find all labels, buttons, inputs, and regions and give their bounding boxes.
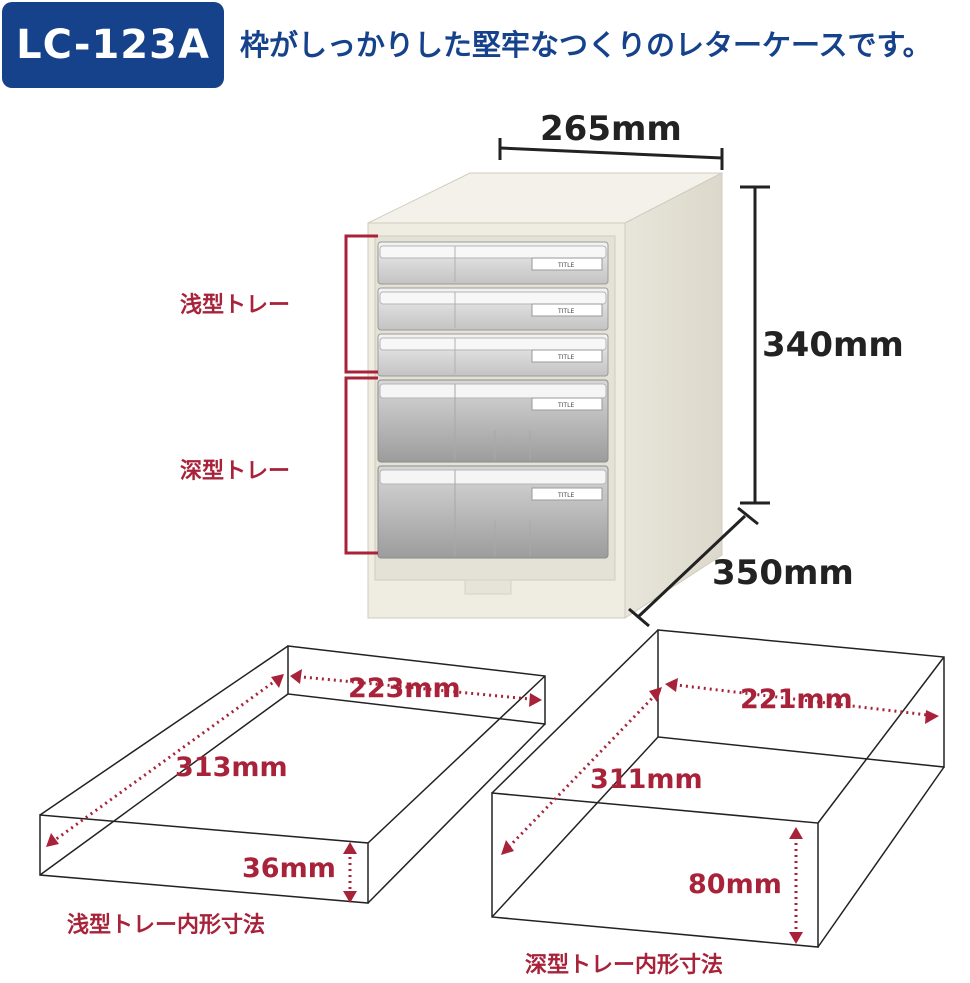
tray-tag: TITLE xyxy=(557,262,574,269)
shallow-width-label: 223mm xyxy=(348,673,461,704)
width-label: 265mm xyxy=(540,109,682,149)
deep-depth-label: 311mm xyxy=(590,764,703,795)
arrow-head xyxy=(529,693,542,707)
shallow-tray-3 xyxy=(377,333,609,377)
headline: 枠がしっかりした堅牢なつくりのレターケースです。 xyxy=(240,28,932,62)
deep-tray-box xyxy=(491,629,945,948)
arrow-head xyxy=(665,678,678,692)
arrow-head xyxy=(501,840,514,855)
arrow-head xyxy=(649,687,662,702)
cabinet: TITLE TITLE TITLE TITLE TITLE xyxy=(367,172,723,619)
shallow-depth-label: 313mm xyxy=(175,752,288,783)
width-dimension xyxy=(498,138,724,170)
depth-dimension xyxy=(628,506,759,628)
shallow-depth-arrow xyxy=(47,674,283,847)
arrow-head xyxy=(343,842,357,854)
height-label: 340mm xyxy=(762,325,904,365)
arrow-head xyxy=(290,669,302,684)
tray-tag: TITLE xyxy=(557,492,574,499)
tray-tag: TITLE xyxy=(557,354,574,361)
arrow-head xyxy=(925,710,939,724)
brand-plate xyxy=(464,579,512,595)
arrow-head xyxy=(789,827,803,839)
deep-tray-1 xyxy=(377,379,609,463)
shallow-tray-box xyxy=(39,645,546,904)
deep-width-label: 221mm xyxy=(740,684,853,715)
arrow-head xyxy=(343,891,357,903)
depth-label: 350mm xyxy=(712,553,854,593)
height-dimension xyxy=(740,185,770,505)
deep-caption: 深型トレー内形寸法 xyxy=(525,953,723,978)
deep-height-label: 80mm xyxy=(688,869,782,900)
shallow-group-label: 浅型トレー xyxy=(180,293,290,318)
tray-tag: TITLE xyxy=(557,308,574,315)
arrow-head xyxy=(271,674,284,688)
arrow-head xyxy=(789,932,803,944)
deep-group-label: 深型トレー xyxy=(180,459,290,484)
shallow-caption: 浅型トレー内形寸法 xyxy=(67,913,265,938)
deep-group-bracket xyxy=(344,376,378,555)
arrow-head xyxy=(46,833,59,847)
tray-tag: TITLE xyxy=(557,402,574,409)
shallow-tray-1 xyxy=(377,241,609,285)
shallow-group-bracket xyxy=(344,234,378,374)
deep-depth-arrow xyxy=(502,688,662,854)
model-badge: LC-123A xyxy=(2,2,224,88)
shallow-tray-2 xyxy=(377,287,609,331)
deep-tray-2 xyxy=(377,465,609,559)
shallow-height-label: 36mm xyxy=(242,853,336,884)
